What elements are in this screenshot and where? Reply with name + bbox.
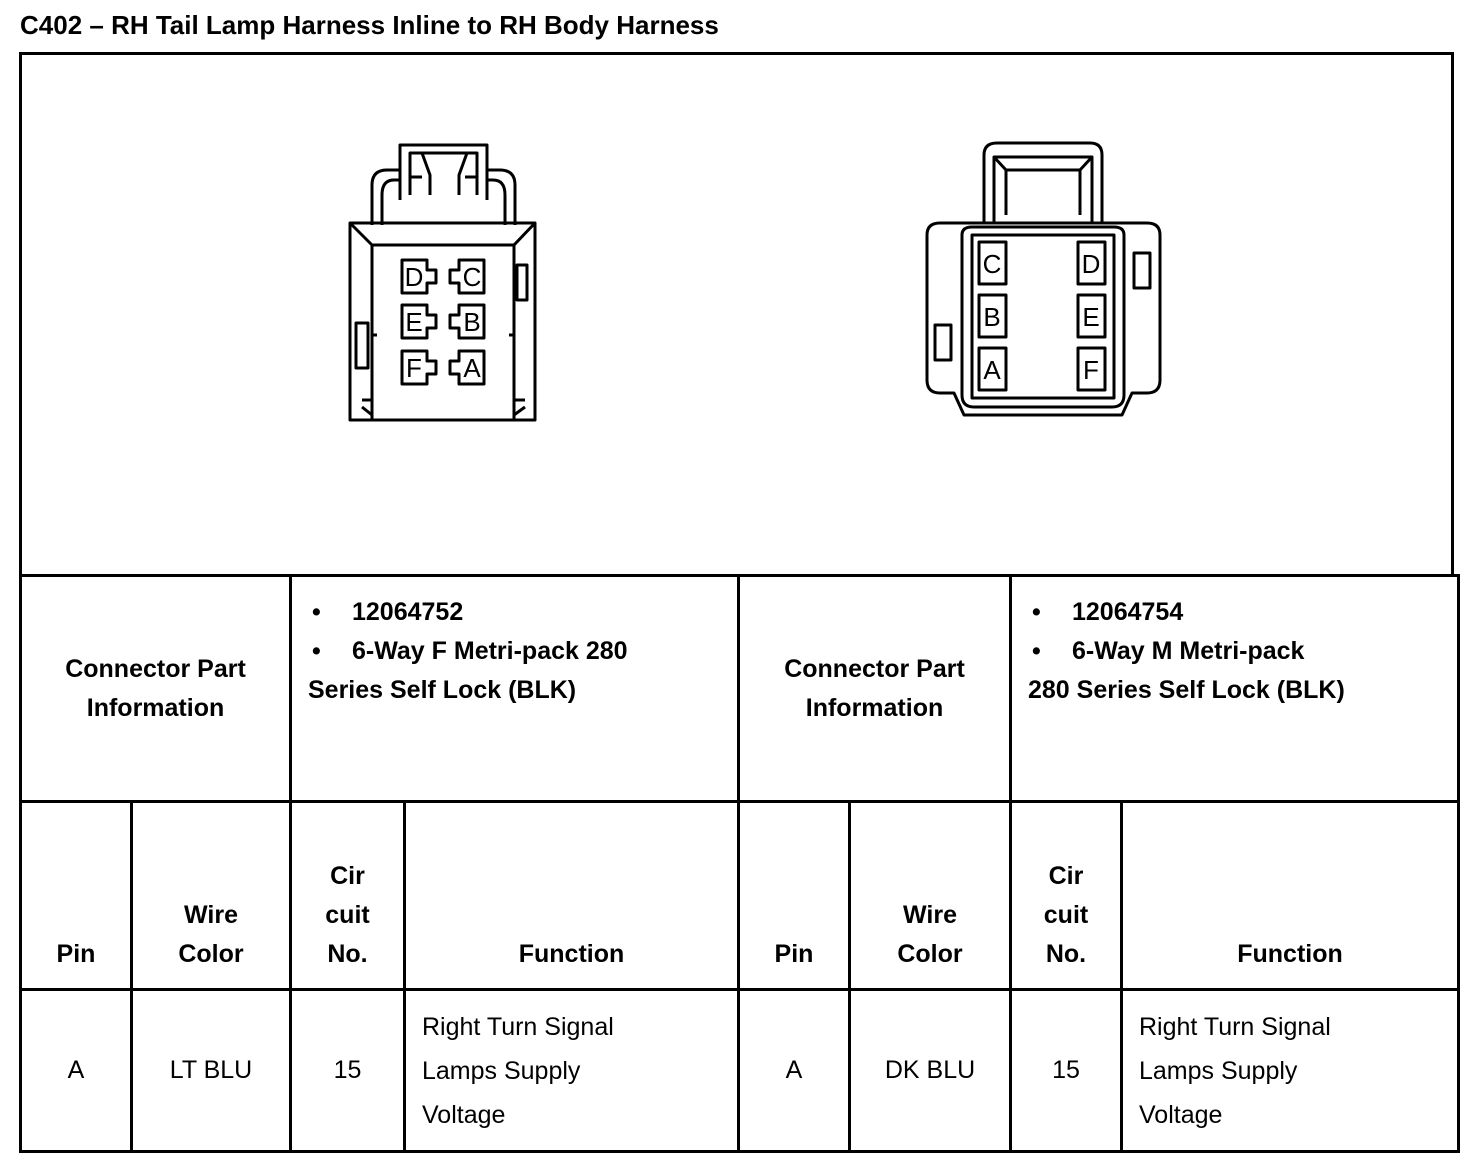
header-text: Color: [178, 940, 244, 968]
function-line: Right Turn Signal: [1139, 1012, 1331, 1041]
wire-color-header: Wire Color: [130, 800, 292, 991]
table-row: A LT BLU 15 Right Turn Signal Lamps Supp…: [19, 988, 1461, 1153]
header-text: cuit: [1043, 901, 1089, 929]
female-pin-label: E: [405, 307, 422, 337]
female-connector-drawing: [348, 143, 537, 422]
circuit-cell: 15: [1009, 988, 1123, 1153]
header-text: Cir: [1048, 862, 1084, 890]
header-text: Pin: [774, 940, 814, 968]
function-header: Function: [1119, 800, 1461, 991]
female-pin-label: C: [463, 262, 482, 292]
part-description-cont: Series Self Lock (BLK): [308, 676, 577, 704]
connector-diagram-panel: D C E B F A C D B E A F: [19, 52, 1454, 576]
function-line: Lamps Supply: [1139, 1056, 1298, 1085]
header-text: Wire: [903, 901, 957, 929]
column-header-row: Pin Wire Color Cir cuit No. Function Pin…: [19, 800, 1461, 991]
part-info-row: Connector Part Information • 12064752 • 6-…: [19, 574, 1461, 803]
part-number-cell-left: • 12064752 • 6-Way F Metri-pack 280 Series…: [289, 574, 740, 803]
header-text: No.: [327, 940, 368, 968]
part-description: 6-Way M Metri-pack: [1072, 637, 1305, 665]
part-description-cont: 280 Series Self Lock (BLK): [1028, 676, 1345, 704]
connector-diagram: D C E B F A C D B E A F: [348, 141, 1162, 422]
bullet: •: [1032, 637, 1041, 665]
circuit-cell: 15: [289, 988, 406, 1153]
header-text: Pin: [56, 940, 96, 968]
label-line: Information: [805, 693, 944, 722]
function-line: Voltage: [422, 1100, 506, 1129]
male-pin-label: D: [1082, 249, 1101, 279]
wire-color-header: Wire Color: [848, 800, 1012, 991]
function-header: Function: [403, 800, 740, 991]
header-text: Function: [1237, 940, 1343, 968]
header-text: Cir: [330, 862, 365, 890]
male-pin-label: C: [983, 249, 1002, 279]
pin-cell: A: [737, 988, 851, 1153]
bullet: •: [1032, 598, 1041, 626]
function-cell: Right Turn Signal Lamps Supply Voltage: [403, 988, 740, 1153]
male-pin-label: F: [1083, 355, 1099, 385]
male-pin-label: E: [1082, 302, 1099, 332]
connector-info-table: Connector Part Information • 12064752 • 6-…: [19, 574, 1461, 1153]
female-pin-label: D: [405, 262, 424, 292]
pin-header: Pin: [19, 800, 133, 991]
circuit-no-header: Cir cuit No.: [1009, 800, 1123, 991]
wire-color-cell: DK BLU: [848, 988, 1012, 1153]
page-title: C402 – RH Tail Lamp Harness Inline to RH…: [20, 10, 719, 40]
pin-cell: A: [19, 988, 133, 1153]
female-pin-label: B: [463, 307, 480, 337]
connector-part-info-label-right: Connector Part Information: [737, 574, 1012, 803]
male-pin-label: A: [983, 355, 1001, 385]
part-number: 12064754: [1072, 598, 1184, 626]
header-text: Color: [897, 940, 963, 968]
female-pin-label: A: [463, 353, 481, 383]
label-line: Information: [86, 693, 225, 722]
wire-color-cell: LT BLU: [130, 988, 292, 1153]
header-text: Wire: [184, 901, 238, 929]
function-line: Lamps Supply: [422, 1056, 581, 1085]
function-cell: Right Turn Signal Lamps Supply Voltage: [1119, 988, 1461, 1153]
female-pin-label: F: [406, 353, 422, 383]
label-line: Connector Part: [784, 654, 965, 683]
part-number-cell-right: • 12064754 • 6-Way M Metri-pack 280 Series…: [1008, 574, 1461, 803]
circuit-no-header: Cir cuit No.: [289, 800, 406, 991]
part-description: 6-Way F Metri-pack 280: [352, 637, 628, 665]
header-text: No.: [1045, 940, 1087, 968]
pin-header: Pin: [737, 800, 851, 991]
connector-part-info-label-left: Connector Part Information: [19, 574, 292, 803]
bullet: •: [312, 598, 321, 626]
part-number: 12064752: [352, 598, 464, 626]
male-connector-drawing: [925, 141, 1162, 417]
function-line: Right Turn Signal: [422, 1012, 614, 1041]
function-line: Voltage: [1139, 1100, 1223, 1129]
header-text: cuit: [325, 901, 370, 929]
male-pin-label: B: [983, 302, 1000, 332]
header-text: Function: [518, 940, 625, 968]
label-line: Connector Part: [65, 654, 246, 683]
bullet: •: [312, 637, 321, 665]
